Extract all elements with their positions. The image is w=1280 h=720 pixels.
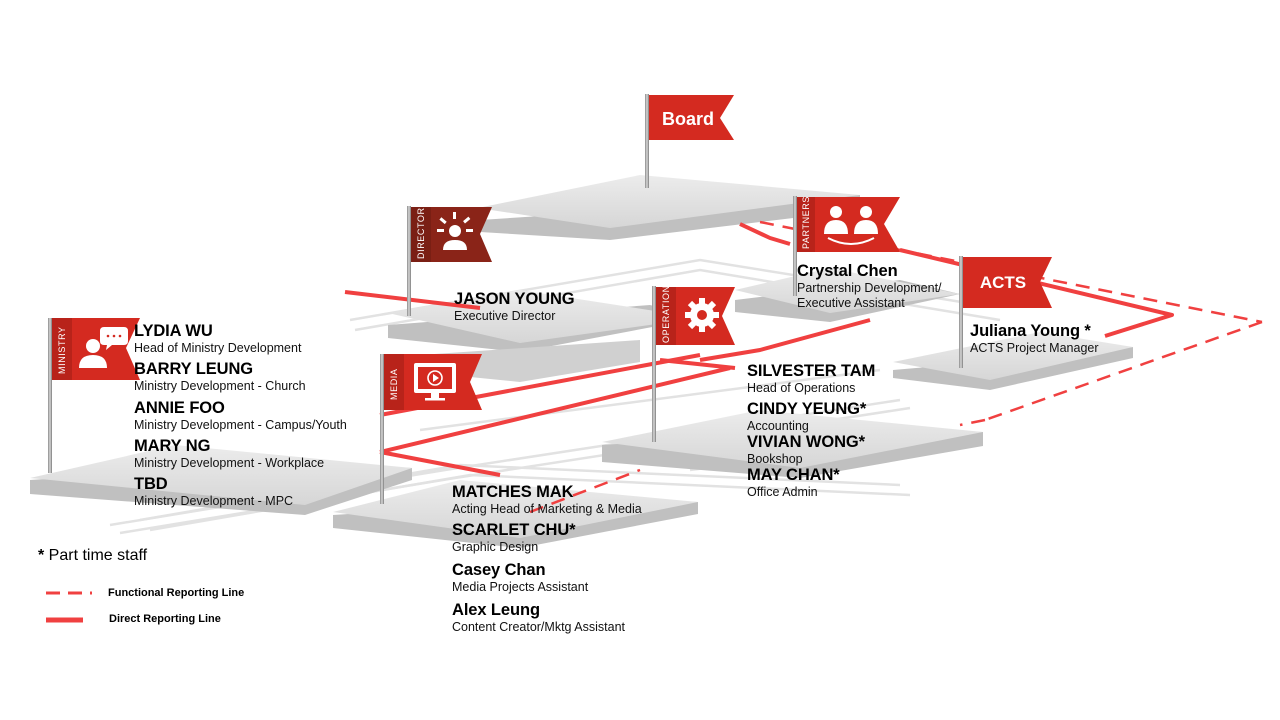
staff-role: Head of Operations: [747, 381, 856, 395]
ministry-flag-label: MINISTRY: [57, 326, 67, 374]
director-flag: DIRECTOR: [411, 207, 492, 262]
staff-name: ANNIE FOO: [134, 399, 225, 417]
media-flag: MEDIA: [384, 354, 482, 410]
staff-entry: SCARLET CHU* Graphic Design: [452, 521, 642, 561]
platform-operation: [602, 410, 983, 478]
staff-entry: VIVIAN WONG* Bookshop: [747, 433, 875, 466]
acts-staff: Juliana Young * ACTS Project Manager: [970, 322, 1099, 356]
staff-entry: LYDIA WU Head of Ministry Development: [134, 322, 347, 360]
staff-entry: CINDY YEUNG* Accounting: [747, 400, 875, 433]
staff-name: TBD: [134, 475, 168, 493]
staff-role: Ministry Development - MPC: [134, 494, 294, 508]
staff-entry: Alex Leung Content Creator/Mktg Assistan…: [452, 601, 642, 635]
staff-name: SILVESTER TAM: [747, 362, 876, 380]
platform-director: [388, 290, 700, 382]
staff-name: Juliana Young *: [970, 322, 1091, 340]
staff-name: MARY NG: [134, 437, 211, 455]
monitor-play-icon: [414, 363, 456, 401]
direct-line-label: Direct Reporting Line: [109, 613, 221, 625]
staff-role: Executive Director: [454, 309, 556, 323]
staff-entry: MAY CHAN* Office Admin: [747, 466, 875, 500]
legend-lines: [46, 591, 92, 623]
platform-acts: [893, 332, 1133, 390]
staff-role: Office Admin: [747, 485, 818, 499]
staff-role: Graphic Design: [452, 540, 539, 554]
staff-name: Alex Leung: [452, 601, 540, 619]
staff-role: Content Creator/Mktg Assistant: [452, 620, 625, 634]
staff-name: SCARLET CHU*: [452, 521, 576, 539]
staff-entry: Casey Chan Media Projects Assistant: [452, 561, 642, 601]
staff-name: CINDY YEUNG*: [747, 400, 867, 418]
operation-flag-label: OPERATION: [661, 285, 671, 343]
staff-entry: MATCHES MAK Acting Head of Marketing & M…: [452, 483, 642, 521]
board-flag-label: Board: [662, 109, 714, 129]
ministry-flag: MINISTRY: [52, 318, 140, 380]
director-flag-label: DIRECTOR: [416, 207, 426, 259]
staff-entry: BARRY LEUNG Ministry Development - Churc…: [134, 360, 347, 399]
staff-role: Ministry Development - Workplace: [134, 456, 325, 470]
operation-flag: OPERATION: [656, 285, 735, 345]
staff-entry: SILVESTER TAM Head of Operations: [747, 362, 875, 400]
staff-role: Head of Ministry Development: [134, 341, 302, 355]
board-flag: Board: [649, 95, 734, 140]
staff-name: MATCHES MAK: [452, 483, 574, 501]
staff-name: JASON YOUNG: [454, 290, 575, 308]
partners-staff: Crystal Chen Partnership Development/ Ex…: [797, 262, 942, 311]
staff-entry: ANNIE FOO Ministry Development - Campus/…: [134, 399, 347, 437]
staff-name: BARRY LEUNG: [134, 360, 253, 378]
platform-board: [478, 175, 860, 240]
media-flag-label: MEDIA: [389, 368, 399, 400]
staff-entry: MARY NG Ministry Development - Workplace: [134, 437, 347, 475]
staff-name: MAY CHAN*: [747, 466, 840, 484]
staff-name: VIVIAN WONG*: [747, 433, 865, 451]
staff-role: Accounting: [747, 419, 809, 433]
ministry-staff: LYDIA WU Head of Ministry Development BA…: [134, 322, 347, 509]
staff-name: LYDIA WU: [134, 322, 213, 340]
flag-poles: [48, 94, 963, 504]
leader-icon: [437, 212, 473, 250]
gear-icon: [685, 298, 719, 332]
part-time-star: *: [38, 547, 45, 564]
platforms: [30, 175, 1133, 548]
platform-ministry: [30, 445, 412, 515]
staff-entry: TBD Ministry Development - MPC: [134, 475, 347, 509]
part-time-text: Part time staff: [44, 547, 148, 564]
acts-flag: ACTS: [963, 257, 1052, 308]
platform-partners: [735, 268, 960, 322]
functional-line-label: Functional Reporting Line: [108, 587, 245, 599]
partners-flag-label: PARTNERS: [801, 196, 811, 249]
director-staff: JASON YOUNG Executive Director: [454, 290, 575, 324]
staff-name: Casey Chan: [452, 561, 546, 579]
partners-icon: [824, 206, 878, 245]
operation-staff: SILVESTER TAM Head of Operations CINDY Y…: [747, 362, 875, 500]
staff-role: Media Projects Assistant: [452, 580, 589, 594]
staff-role: Ministry Development - Campus/Youth: [134, 418, 347, 432]
media-staff: MATCHES MAK Acting Head of Marketing & M…: [452, 483, 642, 635]
staff-role: Bookshop: [747, 452, 803, 466]
staff-role: Ministry Development - Church: [134, 379, 306, 393]
staff-role: Acting Head of Marketing & Media: [452, 502, 642, 516]
staff-name: Crystal Chen: [797, 262, 898, 280]
partners-flag: PARTNERS: [797, 196, 900, 252]
staff-role: ACTS Project Manager: [970, 341, 1099, 355]
platform-media: [333, 480, 698, 548]
speech-person-icon: [79, 327, 128, 368]
part-time-note: * Part time staff: [38, 547, 147, 565]
acts-flag-label: ACTS: [980, 273, 1026, 292]
staff-role: Partnership Development/: [797, 281, 942, 295]
staff-role-continued: Executive Assistant: [797, 296, 905, 310]
